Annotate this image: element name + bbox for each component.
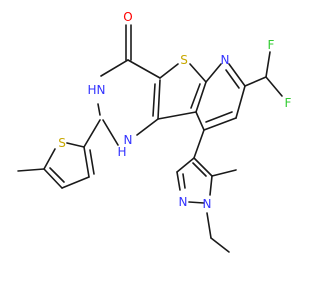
bond-c2-thienyl [83,119,101,148]
bond-c5-c4 [203,117,237,131]
bond-c8b-c4a-inner [152,83,156,117]
bond-pz-methyl [211,169,237,177]
canvas-background [0,0,300,300]
bond-c2-n1 [102,119,119,146]
bond-pz-c3-n2-inner [182,173,186,189]
bond-c4b-c8b [157,111,197,120]
bond-thio-c5-s [43,148,56,170]
bond-c6-chf2 [244,76,267,87]
bond-n1-ethyl-1 [206,212,212,239]
bond-n-c6-inner [225,69,240,89]
bond-thio-s-c2 [66,142,85,148]
atom-N-pyridine: N [221,53,230,67]
bond-thio-c2-c3 [83,146,90,178]
bond-s-c7a [189,63,207,83]
bond-c4-c4b [195,111,205,131]
bond-c4-pyrazole [193,129,205,159]
bond-thio-methyl [17,168,45,172]
bond-c7a-c4b [195,81,207,113]
atom-H1: H [117,145,126,159]
bond-thio-c3-c4 [61,176,90,189]
bond-c6-c5 [235,85,246,119]
bond-thio-c4-c5-inner [49,167,65,183]
bond-pz-c4-c3 [176,157,195,173]
bond-pz-n1-c5 [209,175,213,196]
bond-n3-c2 [97,103,101,116]
bond-pz-n2-n1 [188,201,205,204]
bond-c4-c4a [127,59,161,79]
atom-N1: N [124,133,133,147]
bond-ethyl-2 [210,237,230,253]
bond-c8b-c4a [157,79,161,120]
atom-S-thienyl: S [58,136,66,150]
atom-N3: N [97,83,106,97]
bond-c5-c4-inner [205,111,233,123]
bond-n-c6 [228,63,246,87]
atom-F1: F [268,38,275,52]
bonds [17,24,283,253]
bond-thio-c4-c5 [43,168,63,189]
atom-N1-pyrazole: N [203,197,212,211]
bond-chf2-f1 [265,51,271,78]
bond-pz-c5-c4 [193,157,213,177]
bond-c4-n3 [100,59,129,77]
bond-thio-c2-c3-inner [89,149,95,175]
atom-N2-pyrazole: N [179,195,188,209]
bond-c4a-s [159,63,179,79]
bond-chf2-f2 [265,76,283,97]
bond-c7a-n [205,63,222,83]
atom-F2: F [285,96,292,110]
molecule-structure: O S N F F N H H N S N N [0,0,300,300]
atom-labels: O S N F F N H H N S N N [58,10,291,211]
atom-S-top: S [180,53,188,67]
bond-pz-c5-c4-inner [192,162,207,177]
bond-n1-c8b [136,118,159,136]
atom-O: O [123,10,132,24]
bond-c7a-c4b-inner [190,83,201,109]
atom-H3: H [87,83,96,97]
bond-pz-c3-n2 [176,171,181,191]
